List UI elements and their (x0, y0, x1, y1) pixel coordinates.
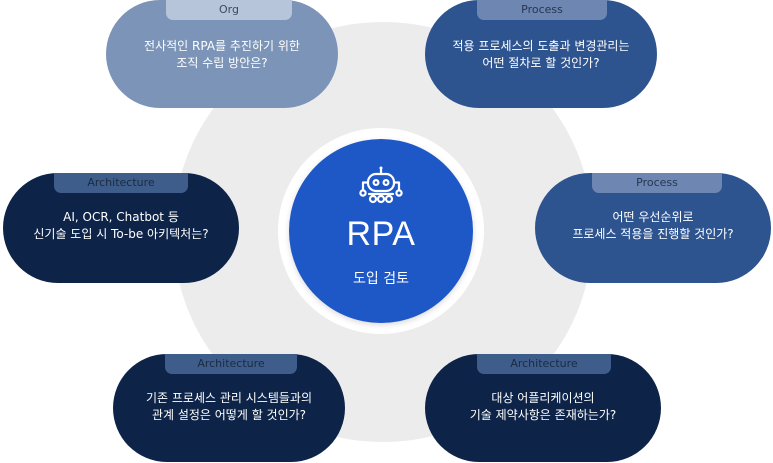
card-process-1: Process 적용 프로세스의 도출과 변경관리는 어떤 절차로 할 것인가? (425, 0, 657, 108)
card-process-2: Process 어떤 우선순위로 프로세스 적용을 진행할 것인가? (535, 173, 771, 283)
card-question: 대상 어플리케이션의 기술 제약사항은 존재하는가? (425, 390, 661, 424)
card-question-line: 프로세스 적용을 진행할 것인가? (572, 227, 734, 241)
card-question-line: 신기술 도입 시 To-be 아키텍처는? (33, 227, 209, 241)
card-question-line: 전사적인 RPA를 추진하기 위한 (144, 39, 300, 53)
robot-icon (359, 166, 403, 204)
card-question: 기존 프로세스 관리 시스템들과의 관계 설정은 어떻게 할 것인가? (113, 390, 345, 424)
card-question: 어떤 우선순위로 프로세스 적용을 진행할 것인가? (535, 209, 771, 243)
card-tag: Architecture (477, 354, 611, 374)
card-tag: Process (477, 0, 607, 20)
card-question-line: 관계 설정은 어떻게 할 것인가? (151, 408, 307, 422)
center-title: RPA (346, 215, 416, 253)
card-question-line: 대상 어플리케이션의 (491, 391, 595, 405)
card-tag: Architecture (165, 354, 297, 374)
card-architecture-1: Architecture AI, OCR, Chatbot 등 신기술 도입 시… (3, 173, 239, 283)
card-question-line: 어떤 우선순위로 (612, 210, 694, 224)
card-tag: Org (166, 0, 292, 20)
card-question: AI, OCR, Chatbot 등 신기술 도입 시 To-be 아키텍처는? (3, 209, 239, 243)
card-question-line: 기술 제약사항은 존재하는가? (469, 408, 617, 422)
card-question: 전사적인 RPA를 추진하기 위한 조직 수립 방안은? (106, 38, 338, 72)
card-tag: Architecture (54, 173, 188, 193)
card-question-line: AI, OCR, Chatbot 등 (63, 210, 179, 224)
center-subtitle: 도입 검토 (353, 271, 409, 287)
card-question-line: 어떤 절차로 할 것인가? (482, 56, 600, 70)
card-architecture-3: Architecture 대상 어플리케이션의 기술 제약사항은 존재하는가? (425, 354, 661, 462)
center-circle: RPA 도입 검토 (289, 139, 473, 323)
card-question: 적용 프로세스의 도출과 변경관리는 어떤 절차로 할 것인가? (425, 38, 657, 72)
card-tag: Process (592, 173, 722, 193)
card-architecture-2: Architecture 기존 프로세스 관리 시스템들과의 관계 설정은 어떻… (113, 354, 345, 462)
card-question-line: 조직 수립 방안은? (176, 56, 268, 70)
card-question-line: 적용 프로세스의 도출과 변경관리는 (452, 39, 630, 53)
card-question-line: 기존 프로세스 관리 시스템들과의 (145, 391, 312, 405)
card-org: Org 전사적인 RPA를 추진하기 위한 조직 수립 방안은? (106, 0, 338, 108)
